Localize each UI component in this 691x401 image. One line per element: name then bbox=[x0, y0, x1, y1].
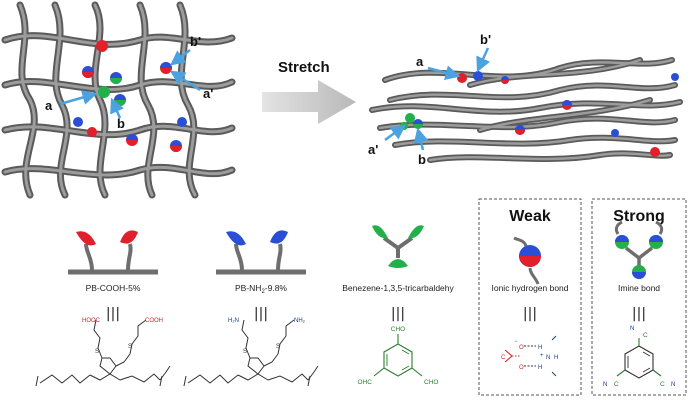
imine-c-right: C bbox=[660, 381, 665, 388]
pb-cooh-hooc: HOOC bbox=[82, 318, 101, 324]
strong-caption: Imine bond bbox=[618, 283, 660, 293]
pb-cooh-equivalence: ||| bbox=[106, 306, 120, 322]
label-aprime-left: a' bbox=[203, 86, 213, 101]
trialdehyde-icon bbox=[372, 225, 424, 268]
ionic-minus: − bbox=[514, 339, 518, 345]
label-bprime-right: b' bbox=[480, 32, 491, 47]
trialdehyde-equivalence: ||| bbox=[391, 306, 405, 322]
stretch-arrow bbox=[262, 80, 356, 124]
strong-equivalence: ||| bbox=[632, 306, 646, 322]
right-callouts bbox=[384, 47, 491, 151]
label-b-left: b bbox=[117, 116, 125, 131]
ionic-o-bottom: O bbox=[519, 365, 524, 371]
label-bprime-left: b' bbox=[190, 34, 201, 49]
ionic-bond-structure bbox=[504, 335, 557, 377]
right-network-beads bbox=[400, 71, 679, 157]
label-a-right: a bbox=[416, 54, 424, 69]
pb-nh2-s1: S bbox=[243, 349, 247, 355]
pb-nh2-structure bbox=[183, 319, 319, 387]
pb-cooh-s1: S bbox=[95, 349, 99, 355]
ionic-n: N bbox=[546, 355, 550, 361]
pb-nh2-h2n: H₂N bbox=[228, 318, 239, 324]
pb-cooh-s2: S bbox=[128, 344, 132, 350]
pb-cooh-structure bbox=[35, 319, 171, 387]
ionic-c: C bbox=[501, 355, 506, 361]
imine-c-left: C bbox=[614, 381, 619, 388]
label-b-right: b bbox=[418, 152, 426, 167]
trialdehyde-cho-top: CHO bbox=[391, 326, 405, 333]
ionic-bond-icon bbox=[513, 236, 541, 285]
pb-cooh-icon bbox=[68, 230, 158, 275]
ionic-h1: H bbox=[538, 345, 542, 351]
weak-equivalence: ||| bbox=[523, 306, 537, 322]
imine-bond-icon bbox=[614, 220, 664, 279]
weak-caption: Ionic hydrogen bond bbox=[491, 283, 568, 293]
label-a-left: a bbox=[45, 98, 53, 113]
imine-c-top: C bbox=[643, 332, 648, 339]
ionic-plus: + bbox=[540, 353, 544, 359]
pb-nh2-nh2: NH₂ bbox=[294, 318, 306, 324]
label-aprime-right: a' bbox=[368, 142, 378, 157]
pb-nh2-label: PB-NH2-9.8% bbox=[235, 283, 287, 295]
pb-nh2-icon bbox=[216, 230, 306, 275]
ionic-h2: H bbox=[538, 365, 542, 371]
trialdehyde-ohc: OHC bbox=[358, 379, 373, 386]
stretched-network bbox=[369, 57, 683, 163]
pb-cooh-cooh: COOH bbox=[145, 318, 163, 324]
trialdehyde-cho-right: CHO bbox=[424, 379, 438, 386]
pb-nh2-s2: S bbox=[276, 344, 280, 350]
stretch-label: Stretch bbox=[278, 59, 330, 76]
imine-structure bbox=[616, 338, 662, 379]
pb-nh2-equivalence: ||| bbox=[254, 306, 268, 322]
strong-title: Strong bbox=[613, 208, 665, 225]
trialdehyde-structure bbox=[373, 334, 423, 377]
ionic-o-top: O bbox=[519, 345, 524, 351]
imine-n-right: N bbox=[671, 382, 675, 388]
unstretched-network bbox=[1, 1, 236, 199]
strong-box bbox=[591, 198, 687, 396]
weak-title: Weak bbox=[509, 208, 551, 225]
trialdehyde-label: Benezene-1,3,5-tricarbaldehy bbox=[342, 283, 454, 293]
imine-n-left: N bbox=[603, 382, 607, 388]
weak-box bbox=[478, 198, 582, 396]
pb-cooh-label: PB-COOH-5% bbox=[86, 283, 141, 293]
imine-n-top: N bbox=[630, 326, 634, 332]
left-callouts bbox=[59, 49, 201, 119]
ionic-h3: H bbox=[554, 355, 558, 361]
